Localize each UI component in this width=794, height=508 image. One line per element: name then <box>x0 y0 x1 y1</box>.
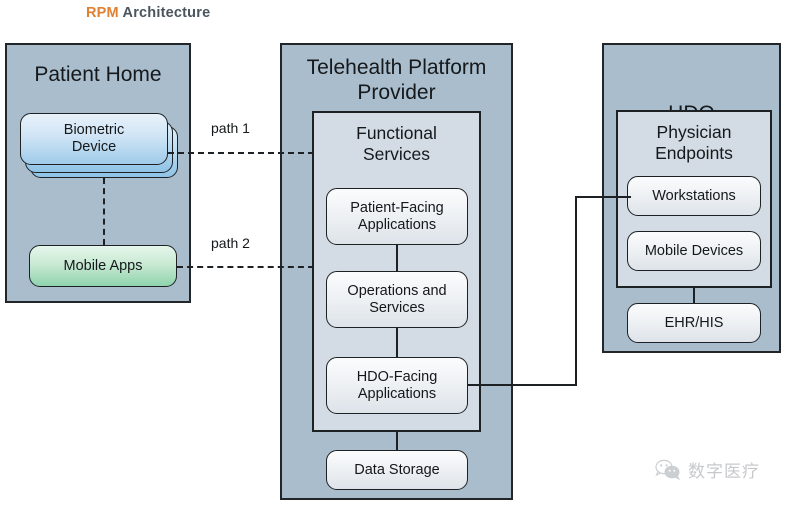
patient-facing-applications[interactable]: Patient-Facing Applications <box>326 188 468 245</box>
group-functional-services-title: Functional Services <box>356 123 437 164</box>
hdo-facing-applications[interactable]: HDO-Facing Applications <box>326 357 468 414</box>
watermark: 数字医疗 <box>655 457 760 482</box>
operations-and-services[interactable]: Operations and Services <box>326 271 468 328</box>
connector-path2 <box>177 266 314 268</box>
title-accent: RPM <box>86 5 119 21</box>
connector-hdo-facing-to-hdo-segment-h-top <box>575 196 631 199</box>
group-physician-endpoints-title: Physician Endpoints <box>655 122 733 163</box>
wechat-icon <box>655 459 681 480</box>
path2-label: path 2 <box>211 235 250 251</box>
zone-telehealth-title: Telehealth Platform Provider <box>306 56 487 104</box>
connector-operations-to-hdo-facing <box>396 328 399 357</box>
title-main: Architecture <box>118 5 211 21</box>
watermark-text: 数字医疗 <box>688 462 760 482</box>
data-storage[interactable]: Data Storage <box>326 450 468 490</box>
connector-hdo-facing-to-hdo-segment-v <box>575 196 578 386</box>
connector-biometric-to-mobile-apps <box>103 178 105 245</box>
biometric-device[interactable]: Biometric Device <box>20 113 168 165</box>
connector-physician-endpoints-to-ehr-his <box>693 288 696 303</box>
connector-patient-facing-to-operations <box>396 245 399 271</box>
mobile-apps[interactable]: Mobile Apps <box>29 245 177 287</box>
workstations[interactable]: Workstations <box>627 176 761 216</box>
connector-hdo-facing-to-hdo-segment-h-bottom <box>468 384 577 387</box>
connector-functional-services-to-data-storage <box>396 432 399 450</box>
mobile-devices[interactable]: Mobile Devices <box>627 231 761 271</box>
ehr-his[interactable]: EHR/HIS <box>627 303 761 343</box>
path1-label: path 1 <box>211 120 250 136</box>
page-title: RPM Architecture <box>86 5 210 21</box>
connector-path1 <box>168 152 314 154</box>
zone-patient-home-title: Patient Home <box>34 63 162 86</box>
